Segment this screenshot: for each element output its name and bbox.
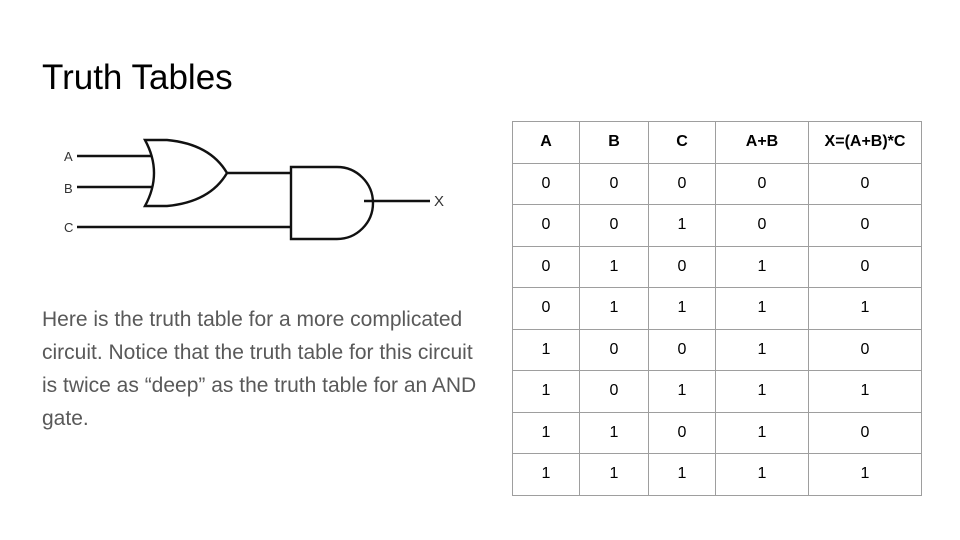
table-cell: 1: [715, 287, 809, 330]
table-cell: 0: [715, 204, 809, 247]
table-cell: 1: [808, 453, 922, 496]
table-cell: 1: [579, 287, 649, 330]
table-cell: 1: [579, 453, 649, 496]
table-cell: 0: [648, 162, 716, 205]
table-cell: 0: [648, 328, 716, 371]
or-gate: [142, 138, 229, 208]
table-cell: 1: [648, 287, 716, 330]
truth-table-header-row: A B C A+B X=(A+B)*C: [512, 121, 922, 164]
table-cell: 0: [512, 162, 580, 205]
table-cell: 0: [808, 245, 922, 288]
table-cell: 0: [808, 162, 922, 205]
table-cell: 1: [715, 453, 809, 496]
input-label-a: A: [64, 149, 73, 164]
table-cell: 0: [715, 162, 809, 205]
table-cell: 0: [579, 328, 649, 371]
input-label-b: B: [64, 181, 73, 196]
table-cell: 1: [579, 245, 649, 288]
table-cell: 1: [808, 287, 922, 330]
table-cell: 1: [648, 204, 716, 247]
table-cell: 1: [648, 370, 716, 413]
table-row: 1 0 1 1 1: [512, 370, 922, 413]
table-cell: 1: [512, 370, 580, 413]
table-cell: 0: [512, 204, 580, 247]
slide-title: Truth Tables: [42, 58, 233, 97]
truth-table: A B C A+B X=(A+B)*C 0 0 0 0 0 0 0 1 0 0 …: [512, 121, 922, 496]
table-row: 0 1 0 1 0: [512, 245, 922, 288]
logic-circuit-diagram: A B C X: [64, 138, 444, 241]
table-cell: 1: [715, 328, 809, 371]
header-cell: A+B: [715, 121, 809, 164]
table-cell: 1: [648, 453, 716, 496]
table-cell: 0: [579, 204, 649, 247]
header-cell: X=(A+B)*C: [808, 121, 922, 164]
table-cell: 0: [512, 245, 580, 288]
output-label-x: X: [434, 193, 444, 210]
table-cell: 1: [512, 328, 580, 371]
table-row: 0 1 1 1 1: [512, 287, 922, 330]
header-cell: C: [648, 121, 716, 164]
table-cell: 1: [715, 245, 809, 288]
table-cell: 1: [579, 411, 649, 454]
header-cell: B: [579, 121, 649, 164]
table-cell: 0: [808, 411, 922, 454]
table-row: 0 0 0 0 0: [512, 162, 922, 205]
and-gate: [289, 165, 375, 241]
table-row: 1 0 0 1 0: [512, 328, 922, 371]
slide-body-text: Here is the truth table for a more compl…: [42, 308, 477, 430]
table-cell: 0: [512, 287, 580, 330]
table-cell: 0: [579, 162, 649, 205]
table-cell: 1: [512, 411, 580, 454]
table-cell: 0: [648, 245, 716, 288]
table-cell: 0: [808, 204, 922, 247]
table-cell: 0: [648, 411, 716, 454]
header-cell: A: [512, 121, 580, 164]
table-cell: 0: [579, 370, 649, 413]
table-cell: 1: [808, 370, 922, 413]
table-row: 1 1 0 1 0: [512, 411, 922, 454]
table-cell: 0: [808, 328, 922, 371]
table-cell: 1: [512, 453, 580, 496]
input-label-c: C: [64, 220, 73, 235]
table-row: 1 1 1 1 1: [512, 453, 922, 496]
table-cell: 1: [715, 370, 809, 413]
table-cell: 1: [715, 411, 809, 454]
table-row: 0 0 1 0 0: [512, 204, 922, 247]
